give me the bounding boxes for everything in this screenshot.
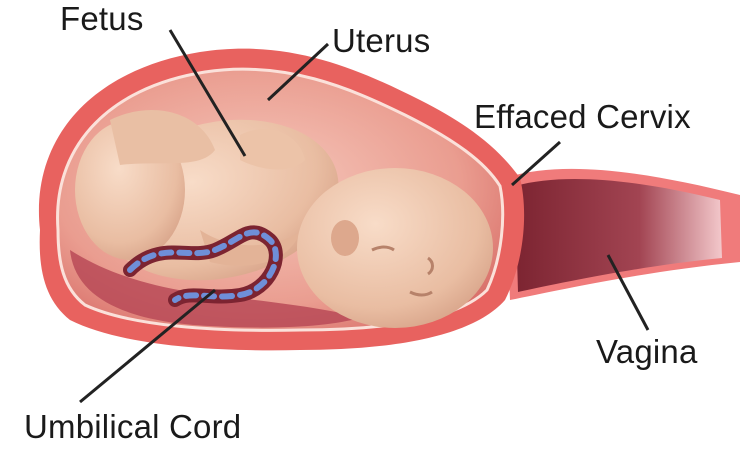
vagina-label: Vagina (596, 335, 698, 368)
effaced-cervix-label: Effaced Cervix (474, 100, 691, 133)
umbilical-cord-label: Umbilical Cord (24, 410, 241, 443)
fetus-label: Fetus (60, 2, 144, 35)
uterus-label: Uterus (332, 24, 430, 57)
